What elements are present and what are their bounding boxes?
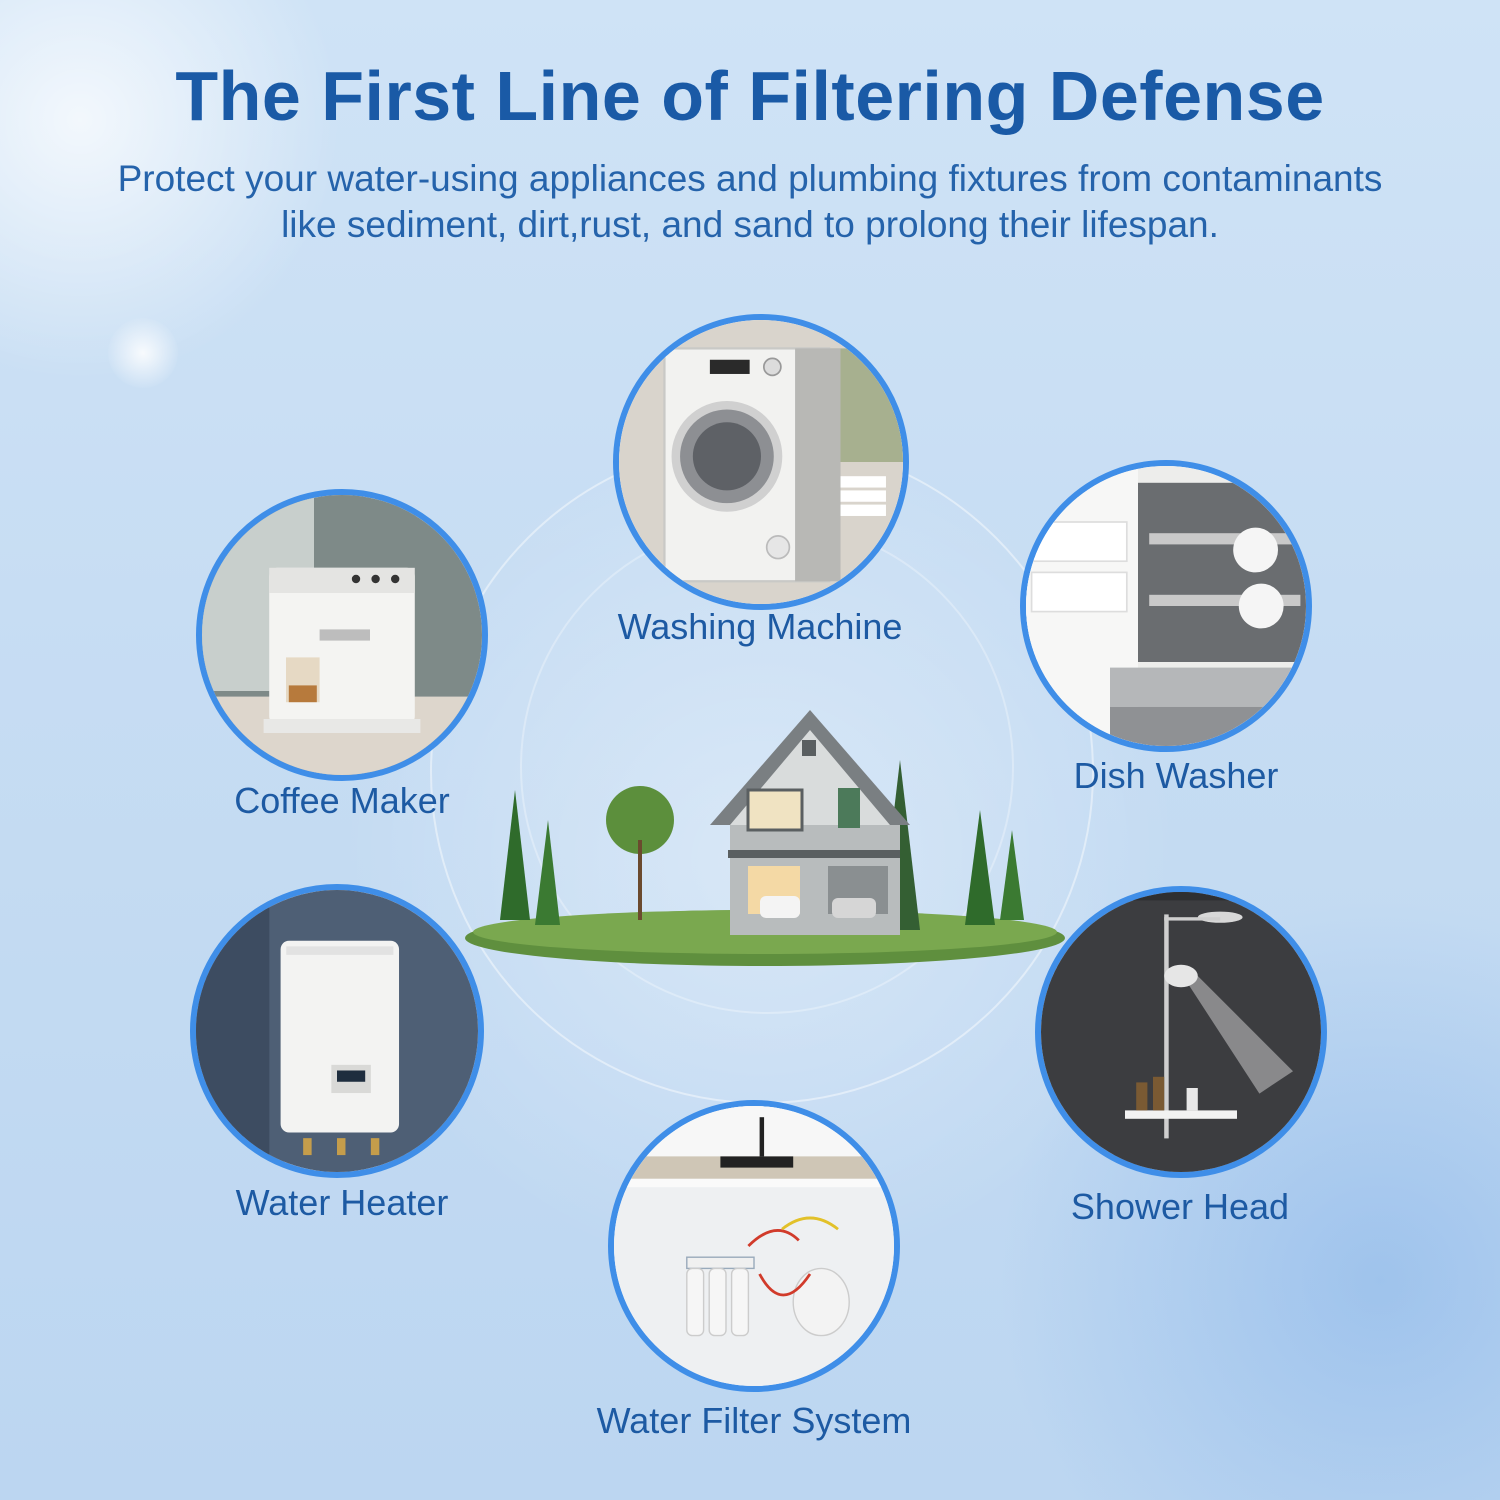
- house-illustration: [460, 700, 1070, 980]
- appliance-label: Dish Washer: [1073, 755, 1279, 796]
- washing-machine-icon: [613, 314, 909, 610]
- subtitle-line-2: like sediment, dirt,rust, and sand to pr…: [281, 204, 1219, 245]
- light-orb: [108, 318, 178, 388]
- appliance-label: Water Filter System: [596, 1400, 912, 1441]
- page-title: The First Line of Filtering Defense: [175, 57, 1325, 135]
- appliance-label: Washing Machine: [617, 606, 903, 647]
- shower-head-icon: [1035, 886, 1327, 1178]
- appliance-label: Water Heater: [235, 1182, 449, 1223]
- coffee-maker-icon: [196, 489, 488, 781]
- water-filter-icon: [608, 1100, 900, 1392]
- dishwasher-icon: [1020, 460, 1312, 752]
- appliance-label: Coffee Maker: [234, 780, 450, 821]
- page-subtitle: Protect your water-using appliances and …: [40, 156, 1460, 248]
- water-heater-icon: [190, 884, 484, 1178]
- subtitle-line-1: Protect your water-using appliances and …: [117, 158, 1383, 199]
- appliance-label: Shower Head: [1070, 1186, 1290, 1227]
